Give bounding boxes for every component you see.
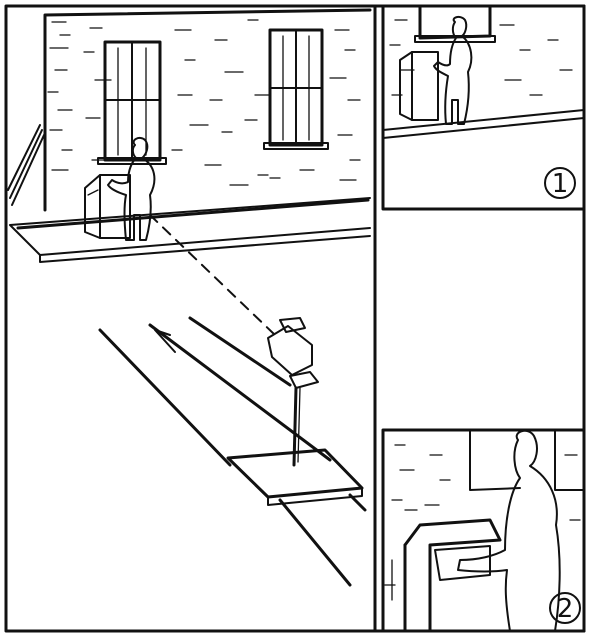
window-left xyxy=(97,40,167,165)
outer-frame xyxy=(4,4,586,633)
panel-1-machine xyxy=(399,51,439,121)
panel-1: 1 xyxy=(381,4,586,211)
building-wall xyxy=(16,8,372,230)
panel-1-frame xyxy=(381,4,586,211)
panel-1-number: 1 xyxy=(552,169,569,199)
road-arrow xyxy=(154,329,176,353)
panel-2: 2 xyxy=(381,428,586,633)
panel-1-brick-texture xyxy=(389,19,573,96)
sidewalk xyxy=(9,197,371,263)
panel-2-machine xyxy=(403,518,502,633)
panel-2-person xyxy=(457,429,561,632)
main-panel xyxy=(7,8,372,587)
drain-pipe xyxy=(7,124,45,206)
panel-2-number-badge xyxy=(549,592,581,624)
sightline-dashed xyxy=(149,214,276,336)
panel-1-sidewalk xyxy=(382,109,585,139)
brick-texture xyxy=(47,19,361,186)
panel-2-window xyxy=(469,429,521,491)
person-figure xyxy=(107,136,156,241)
panel-2-frame xyxy=(381,428,586,633)
machine-box xyxy=(84,174,131,239)
camera-icon xyxy=(267,317,319,467)
panel-2-number: 2 xyxy=(557,594,574,624)
panel-1-person xyxy=(433,15,473,125)
panel-1-number-badge xyxy=(544,167,576,199)
road-lines xyxy=(98,316,367,587)
panel-2-brick-texture xyxy=(391,444,581,521)
camera-platform xyxy=(226,448,364,506)
window-right xyxy=(263,28,329,150)
